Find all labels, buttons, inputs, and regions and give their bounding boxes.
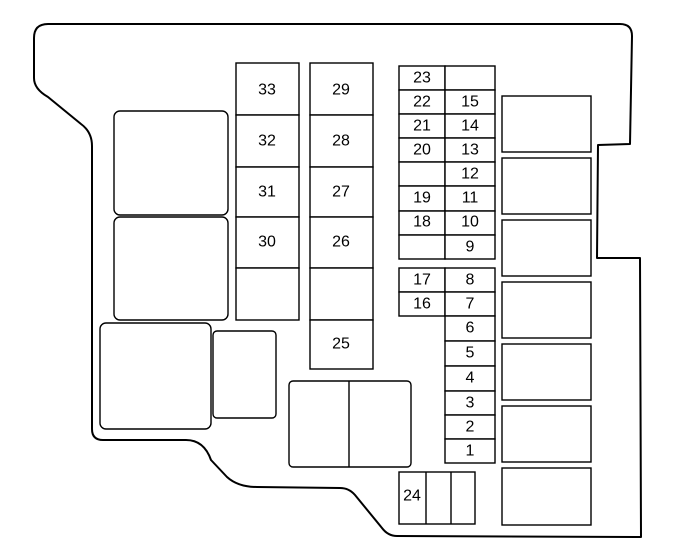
relay	[501, 281, 592, 339]
mini-fuse-slot	[444, 438, 496, 464]
fuse-label: 3	[466, 395, 475, 412]
mini-fuse-slot	[398, 210, 446, 236]
mini-fuse-slot	[444, 137, 496, 163]
relay-large-top	[113, 110, 229, 216]
fuse-label: 14	[461, 118, 479, 135]
fuse-label: 17	[413, 272, 431, 289]
fuse-slot	[235, 216, 300, 269]
fuse-label: 2	[466, 419, 475, 436]
relay-block-small	[212, 330, 277, 419]
fuse-label: 5	[466, 345, 475, 362]
mini-fuse-slot-empty	[398, 234, 446, 260]
mini-fuse-slot	[444, 185, 496, 212]
fuse-slot	[309, 114, 374, 168]
fuse-label: 32	[258, 133, 276, 150]
mini-fuse-grid-lower: 17 16 8 7 6 5 4 3 2 1	[398, 267, 496, 464]
fuse-slot	[235, 62, 300, 116]
fuse-label: 1	[466, 443, 475, 460]
mini-fuse-slot	[444, 390, 496, 416]
mini-fuse-slot	[444, 210, 496, 236]
mini-fuse-slot	[398, 185, 446, 212]
relay-block-left	[99, 322, 212, 430]
mini-fuse-slot	[444, 267, 496, 293]
mini-fuse-slot	[444, 315, 496, 342]
fuse-label: 22	[413, 94, 431, 111]
fuse-label: 30	[258, 234, 276, 251]
mini-fuse-slot	[444, 234, 496, 260]
fuse-slot	[398, 471, 476, 525]
fuse-24-block: 24	[398, 471, 476, 525]
fuse-label: 12	[461, 166, 479, 183]
relay-block-center	[288, 380, 412, 468]
relay	[501, 405, 592, 463]
mini-fuse-slot	[444, 291, 496, 317]
fuse-slot-empty	[235, 267, 300, 321]
relay	[501, 157, 592, 215]
fuse-slot-empty	[309, 267, 374, 321]
fuse-label: 29	[332, 82, 350, 99]
fuse-label: 13	[461, 142, 479, 159]
fuse-label: 33	[258, 82, 276, 99]
fuse-label: 8	[466, 272, 475, 289]
fuse-label: 25	[332, 336, 350, 353]
fuse-column-33: 33 32 31 30	[235, 62, 300, 321]
relay	[501, 343, 592, 401]
mini-fuse-slot	[444, 340, 496, 367]
fuse-slot	[309, 319, 374, 370]
relay	[501, 219, 592, 277]
fuse-label: 10	[461, 214, 479, 231]
fuse-label: 7	[466, 296, 475, 313]
fuse-label: 9	[466, 239, 475, 256]
fuse-label: 23	[413, 70, 431, 87]
mini-fuse-slot	[398, 137, 446, 163]
fuse-label: 31	[258, 184, 276, 201]
relay-large-bottom	[113, 216, 229, 321]
fuse-label: 6	[466, 320, 475, 337]
fuse-label: 16	[413, 296, 431, 313]
fuse-label: 26	[332, 234, 350, 251]
fuse-label: 15	[461, 94, 479, 111]
relay	[501, 95, 592, 153]
mini-fuse-slot-empty	[444, 65, 496, 91]
fuse-label: 27	[332, 184, 350, 201]
fuse-label: 21	[413, 118, 431, 135]
fuse-slot	[309, 216, 374, 269]
fuse-slot	[235, 114, 300, 168]
relay	[501, 467, 592, 526]
fuse-slot	[309, 166, 374, 218]
fuse-label: 19	[413, 190, 431, 207]
fuse-label: 28	[332, 133, 350, 150]
fuse-label: 11	[462, 190, 479, 207]
mini-fuse-grid-upper: 23 22 21 20 19 18 15 14 13 12 11 10 9	[398, 65, 496, 260]
fuse-label: 4	[466, 370, 475, 387]
fuse-label: 20	[413, 142, 431, 159]
fuse-label: 18	[413, 214, 431, 231]
relay-column-right	[501, 95, 592, 526]
mini-fuse-slot	[398, 291, 446, 317]
fuse-slot	[309, 62, 374, 116]
fuse-label: 24	[403, 488, 421, 505]
mini-fuse-slot-empty	[398, 161, 446, 187]
fuse-column-29: 29 28 27 26 25	[309, 62, 374, 370]
